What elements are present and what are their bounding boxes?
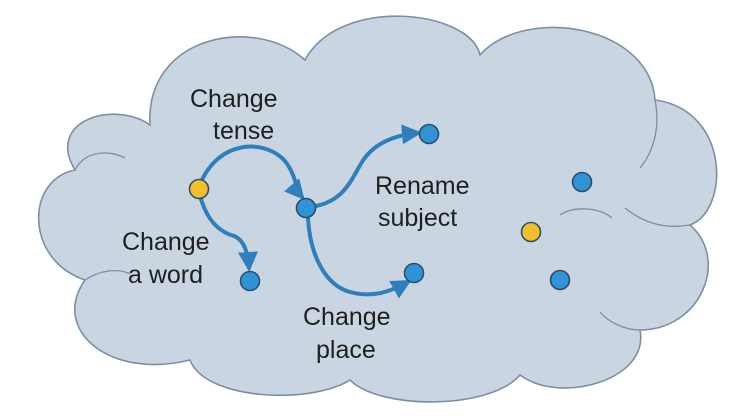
cloud-shape <box>37 15 718 403</box>
node-rename-blue <box>418 123 440 145</box>
label-change-word-line2: a word <box>128 261 203 289</box>
node-start-yellow <box>188 178 210 200</box>
arrow-rename-subject <box>314 124 422 208</box>
arrow-change-place <box>306 216 412 299</box>
node-right-top-blue <box>571 171 593 193</box>
labels: Change tense Rename subject Change a wor… <box>122 85 470 364</box>
node-place-blue <box>403 262 425 284</box>
label-change-word-line1: Change <box>122 228 210 256</box>
label-rename-subject-line1: Rename <box>375 172 470 200</box>
label-change-place-line1: Change <box>303 303 391 331</box>
label-rename-subject-line2: subject <box>378 204 457 232</box>
label-change-tense-line1: Change <box>190 85 278 113</box>
label-change-tense-line2: tense <box>213 117 274 145</box>
arrow-change-tense <box>199 144 305 201</box>
transformation-arrows <box>199 124 422 299</box>
node-word-blue <box>239 270 261 292</box>
label-change-place-line2: place <box>316 336 376 364</box>
arrow-change-word <box>199 197 258 272</box>
nodes <box>188 123 593 292</box>
node-tense-blue <box>295 197 317 219</box>
node-right-bottom-blue <box>549 269 571 291</box>
node-right-yellow <box>520 221 542 243</box>
